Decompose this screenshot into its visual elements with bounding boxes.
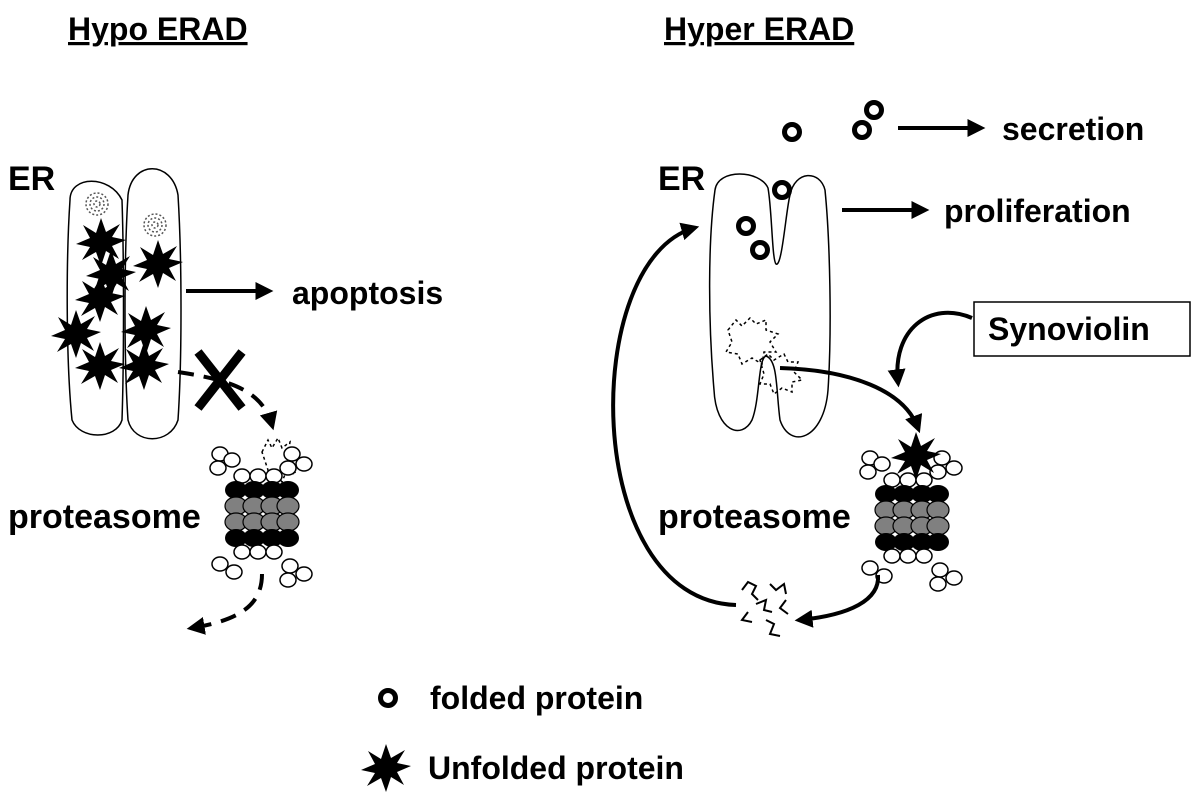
folded-protein (775, 183, 790, 198)
hypo-erad-title: Hypo ERAD (68, 11, 248, 47)
right-er (708, 173, 831, 438)
right-er-label: ER (658, 160, 705, 198)
folded-protein (867, 103, 882, 118)
apoptosis-label: apoptosis (292, 275, 443, 311)
folded-protein (785, 125, 800, 140)
hyper-erad-panel: Hyper ERAD ER secretion proliferation Sy… (611, 11, 1191, 637)
blocked-degradation-arrow (177, 370, 278, 431)
block-x-mark (194, 349, 246, 411)
folded-protein (739, 219, 754, 234)
folded-protein (855, 123, 870, 138)
left-er-label: ER (8, 160, 55, 198)
legend-unfolded-label: Unfolded protein (428, 750, 684, 786)
hyper-erad-title: Hyper ERAD (664, 11, 854, 47)
right-proteasome (859, 450, 963, 592)
left-proteasome (209, 446, 313, 588)
legend-folded-icon (381, 691, 396, 706)
left-output-dashed-arrow (186, 573, 264, 635)
peptide-fragments (740, 580, 789, 637)
synoviolin-box (973, 301, 1191, 357)
legend: folded protein Unfolded protein (361, 680, 684, 792)
right-unfolded-protein-dashed (724, 316, 780, 366)
legend-folded-label: folded protein (430, 680, 643, 716)
right-unfolded-protein-dashed (758, 352, 804, 396)
proliferation-label: proliferation (944, 193, 1131, 229)
folded-protein (753, 243, 768, 258)
synoviolin-label: Synoviolin (988, 311, 1150, 347)
degradation-arrow (779, 366, 923, 434)
left-er-lobe-2 (124, 168, 182, 440)
secretion-label: secretion (1002, 111, 1144, 147)
recycle-arrow (611, 222, 737, 607)
synoviolin-arrow (887, 310, 973, 388)
legend-unfolded-icon (361, 744, 411, 792)
hypo-erad-panel: Hypo ERAD ER apoptosis proteasome (8, 11, 443, 635)
degraded-output-arrow (794, 574, 881, 628)
right-proteasome-label: proteasome (658, 498, 851, 536)
left-proteasome-label: proteasome (8, 498, 201, 536)
